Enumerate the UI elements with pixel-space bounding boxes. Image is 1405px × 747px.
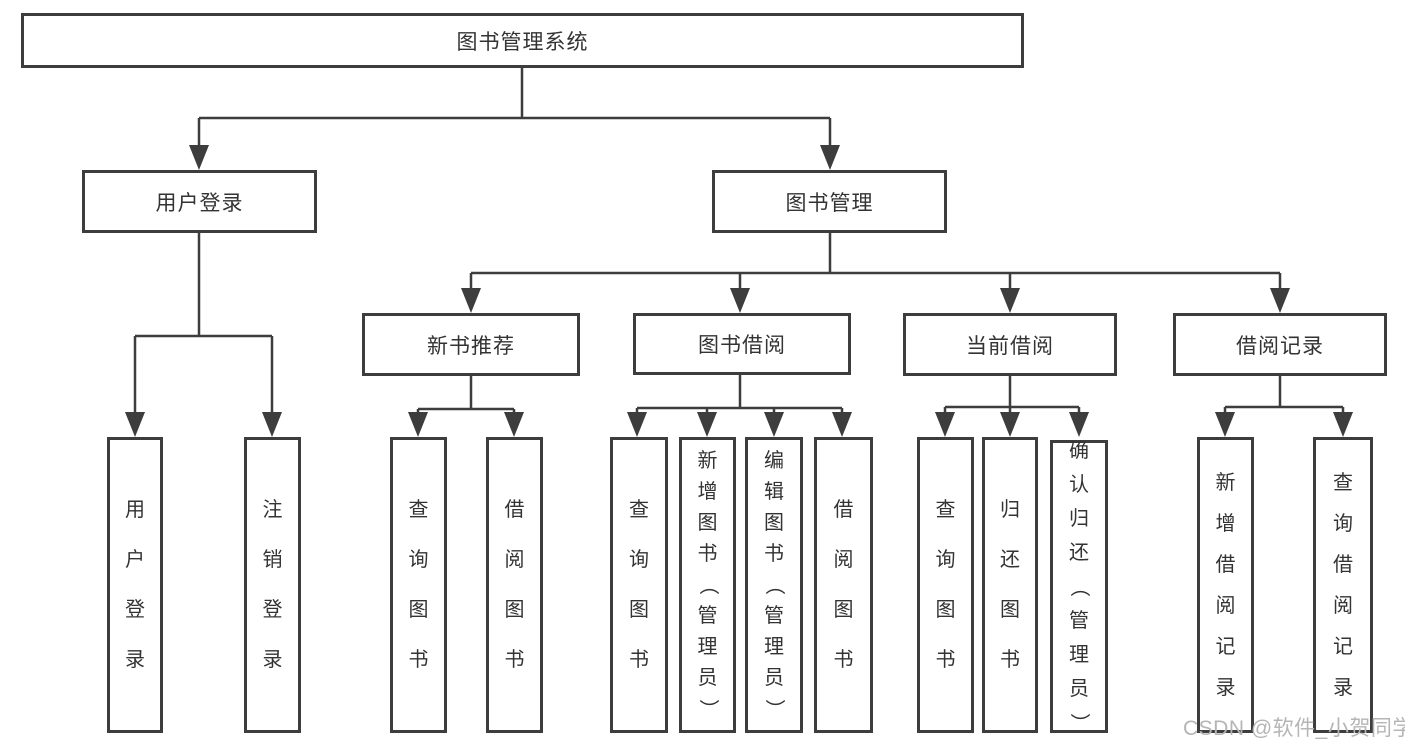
leaf-borrow-books-borrow: 借阅图书: [814, 437, 873, 733]
csdn-watermark: CSDN @软件_小贺同学: [1183, 717, 1405, 740]
new-book-label: 新书推荐: [427, 334, 515, 358]
leaf-query-borrow-record-label: 查询借阅记录: [1333, 471, 1353, 699]
arrowheads: [125, 145, 1353, 437]
leaf-logout: 注销登录: [244, 437, 301, 733]
leaf-query-books-newbook: 查询图书: [390, 437, 447, 733]
leaf-add-borrow-record-label: 新增借阅记录: [1215, 471, 1236, 699]
book-management-label: 图书管理: [785, 191, 874, 215]
leaf-query-borrow-record: 查询借阅记录: [1313, 437, 1373, 733]
leaf-query-books-borrow: 查询图书: [610, 437, 668, 733]
leaf-user-login: 用户登录: [107, 437, 163, 733]
node-root: 图书管理系统: [21, 13, 1024, 68]
leaf-edit-book-admin: 编辑图书（管理员）: [745, 437, 803, 733]
node-current-borrow: 当前借阅: [903, 313, 1117, 376]
node-user-login: 用户登录: [82, 170, 317, 233]
leaf-query-books-current: 查询图书: [917, 437, 974, 733]
leaf-user-login-label: 用户登录: [125, 499, 145, 671]
leaf-add-book-admin: 新增图书（管理员）: [679, 437, 736, 733]
leaf-borrow-books-newbook-label: 借阅图书: [504, 499, 525, 671]
leaf-logout-label: 注销登录: [262, 499, 283, 671]
leaf-edit-book-admin-label: 编辑图书（管理员）: [763, 450, 785, 719]
leaf-borrow-books-newbook: 借阅图书: [486, 437, 543, 733]
leaf-return-books: 归还图书: [982, 437, 1038, 733]
leaf-add-book-admin-label: 新增图书（管理员）: [696, 450, 719, 719]
borrow-records-label: 借阅记录: [1236, 334, 1324, 358]
leaf-confirm-return-admin-label: 确认归还（管理员）: [1068, 439, 1090, 733]
current-borrow-label: 当前借阅: [966, 334, 1054, 358]
leaf-confirm-return-admin: 确认归还（管理员）: [1050, 440, 1108, 733]
node-book-management: 图书管理: [712, 170, 947, 233]
node-book-borrow: 图书借阅: [633, 313, 851, 375]
node-borrow-records: 借阅记录: [1173, 313, 1387, 376]
leaf-query-books-newbook-label: 查询图书: [408, 499, 429, 671]
user-login-label: 用户登录: [155, 191, 244, 215]
leaf-return-books-label: 归还图书: [1000, 499, 1020, 671]
leaf-query-books-borrow-label: 查询图书: [629, 499, 649, 671]
leaf-borrow-books-borrow-label: 借阅图书: [833, 499, 854, 671]
book-borrow-label: 图书借阅: [698, 334, 786, 357]
node-new-book-recommend: 新书推荐: [362, 313, 580, 376]
leaf-query-books-current-label: 查询图书: [935, 499, 956, 671]
leaf-add-borrow-record: 新增借阅记录: [1197, 437, 1254, 733]
root-label: 图书管理系统: [456, 30, 589, 54]
